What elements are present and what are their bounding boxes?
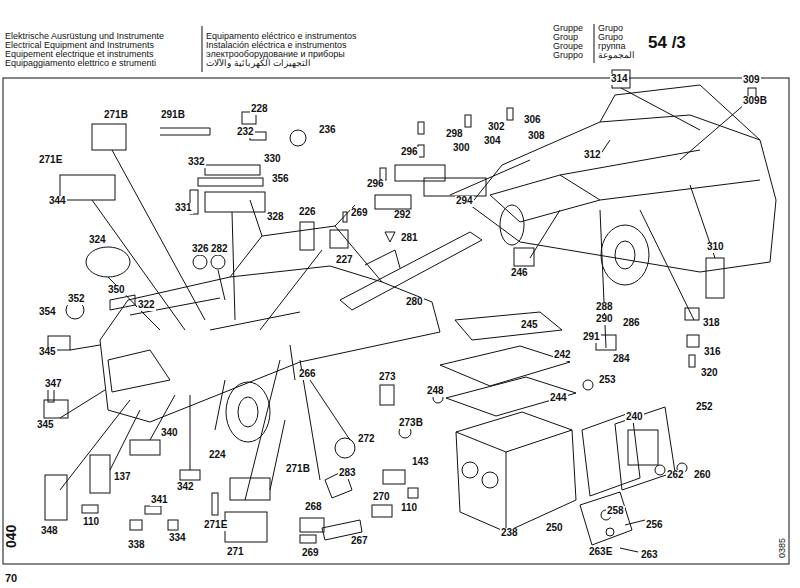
callout-number: 238 <box>500 528 519 539</box>
callout-number: 300 <box>452 143 471 154</box>
callout-number: 268 <box>304 502 323 513</box>
callout-number: 252 <box>695 402 714 413</box>
callout-number: 302 <box>487 122 506 133</box>
callout-number: 263 <box>640 550 659 561</box>
callout-number: 345 <box>38 347 57 358</box>
callout-number: 356 <box>271 174 290 185</box>
callout-number: 314 <box>610 74 629 85</box>
callout-number: 248 <box>426 386 445 397</box>
callout-number: 271B <box>285 464 311 475</box>
callout-number: 312 <box>583 150 602 161</box>
callout-number: 296 <box>366 179 385 190</box>
callout-number: 324 <box>88 235 107 246</box>
callout-number: 240 <box>625 412 644 423</box>
callout-number: 273 <box>378 372 397 383</box>
callout-number: 272 <box>357 434 376 445</box>
callout-number: 269 <box>350 208 369 219</box>
callout-number: 292 <box>393 210 412 221</box>
callout-number: 256 <box>645 520 664 531</box>
callout-number: 354 <box>38 307 57 318</box>
callout-number: 143 <box>411 457 430 468</box>
callout-number: 282 <box>210 244 229 255</box>
callout-number: 226 <box>298 207 317 218</box>
callout-number: 296 <box>400 147 419 158</box>
callout-number: 338 <box>127 540 146 551</box>
callout-number: 258 <box>606 506 625 517</box>
callout-number: 263E <box>588 547 613 558</box>
callout-number: 330 <box>263 154 282 165</box>
callout-number: 352 <box>67 294 86 305</box>
header-text: التجهيزات الكهربائية والآلات <box>206 59 311 68</box>
callout-number: 286 <box>622 318 641 329</box>
callout-number: 310 <box>706 242 725 253</box>
callout-number: 284 <box>612 354 631 365</box>
callout-number: 244 <box>549 393 568 404</box>
callout-number: 260 <box>693 470 712 481</box>
callout-number: 137 <box>113 472 132 483</box>
callout-number: 309B <box>742 96 768 107</box>
callout-number: 294 <box>455 196 474 207</box>
callout-number: 291B <box>160 110 186 121</box>
callout-number: 283 <box>338 468 357 479</box>
group-label: المجموعة <box>598 51 635 60</box>
callout-number: 267 <box>350 536 369 547</box>
callout-number: 224 <box>208 450 227 461</box>
callout-number: 273B <box>398 418 424 429</box>
callout-number: 245 <box>520 320 539 331</box>
callout-number: 331 <box>174 203 193 214</box>
callout-number: 271E <box>38 155 63 166</box>
callout-number: 228 <box>250 104 269 115</box>
callout-number: 348 <box>40 526 59 537</box>
callout-number: 318 <box>702 318 721 329</box>
callout-number: 232 <box>236 127 255 138</box>
callout-number: 306 <box>523 115 542 126</box>
callout-number: 262 <box>666 470 685 481</box>
callout-number: 271B <box>103 110 129 121</box>
callout-number: 246 <box>510 268 529 279</box>
callout-number: 290 <box>595 314 614 325</box>
callout-number: 344 <box>48 196 67 207</box>
callout-number: 328 <box>266 212 285 223</box>
callout-number: 308 <box>527 131 546 142</box>
callout-number: 271 <box>226 547 245 558</box>
callout-number: 253 <box>598 375 617 386</box>
callout-number: 236 <box>318 125 337 136</box>
callout-number: 242 <box>553 350 572 361</box>
callout-number: 326 <box>191 244 210 255</box>
drawing-code: 040 <box>4 525 19 548</box>
callout-number: 291 <box>582 332 601 343</box>
callout-number: 110 <box>82 517 100 528</box>
callout-number: 110 <box>400 503 418 514</box>
callout-number: 350 <box>107 285 126 296</box>
group-label: Gruppo <box>553 51 583 60</box>
callout-number: 288 <box>595 302 614 313</box>
callout-number: 347 <box>44 379 63 390</box>
callout-number: 322 <box>137 300 156 311</box>
callout-number: 320 <box>700 368 719 379</box>
callout-number: 332 <box>187 157 206 168</box>
callout-number: 340 <box>160 428 179 439</box>
callout-number: 280 <box>405 297 424 308</box>
callout-number: 341 <box>150 495 169 506</box>
page-number: 70 <box>5 573 17 585</box>
callout-number: 281 <box>400 233 419 244</box>
callout-number: 266 <box>298 369 317 380</box>
callout-number: 309 <box>742 75 761 86</box>
callout-number: 334 <box>168 533 187 544</box>
callout-number: 269 <box>301 548 320 559</box>
callout-number: 271E <box>203 520 228 531</box>
callout-number: 270 <box>372 492 391 503</box>
callout-number: 345 <box>36 420 55 431</box>
callout-number: 304 <box>483 136 502 147</box>
header-text: Equipaggiamento elettrico e strumenti <box>5 59 156 68</box>
group-number: 54 /3 <box>648 34 686 52</box>
callout-number: 316 <box>703 347 722 358</box>
callout-number: 342 <box>176 482 195 493</box>
drawing-code: 0385 <box>778 538 787 558</box>
callout-number: 227 <box>335 255 354 266</box>
callout-number: 298 <box>445 129 464 140</box>
callout-number: 250 <box>545 523 564 534</box>
